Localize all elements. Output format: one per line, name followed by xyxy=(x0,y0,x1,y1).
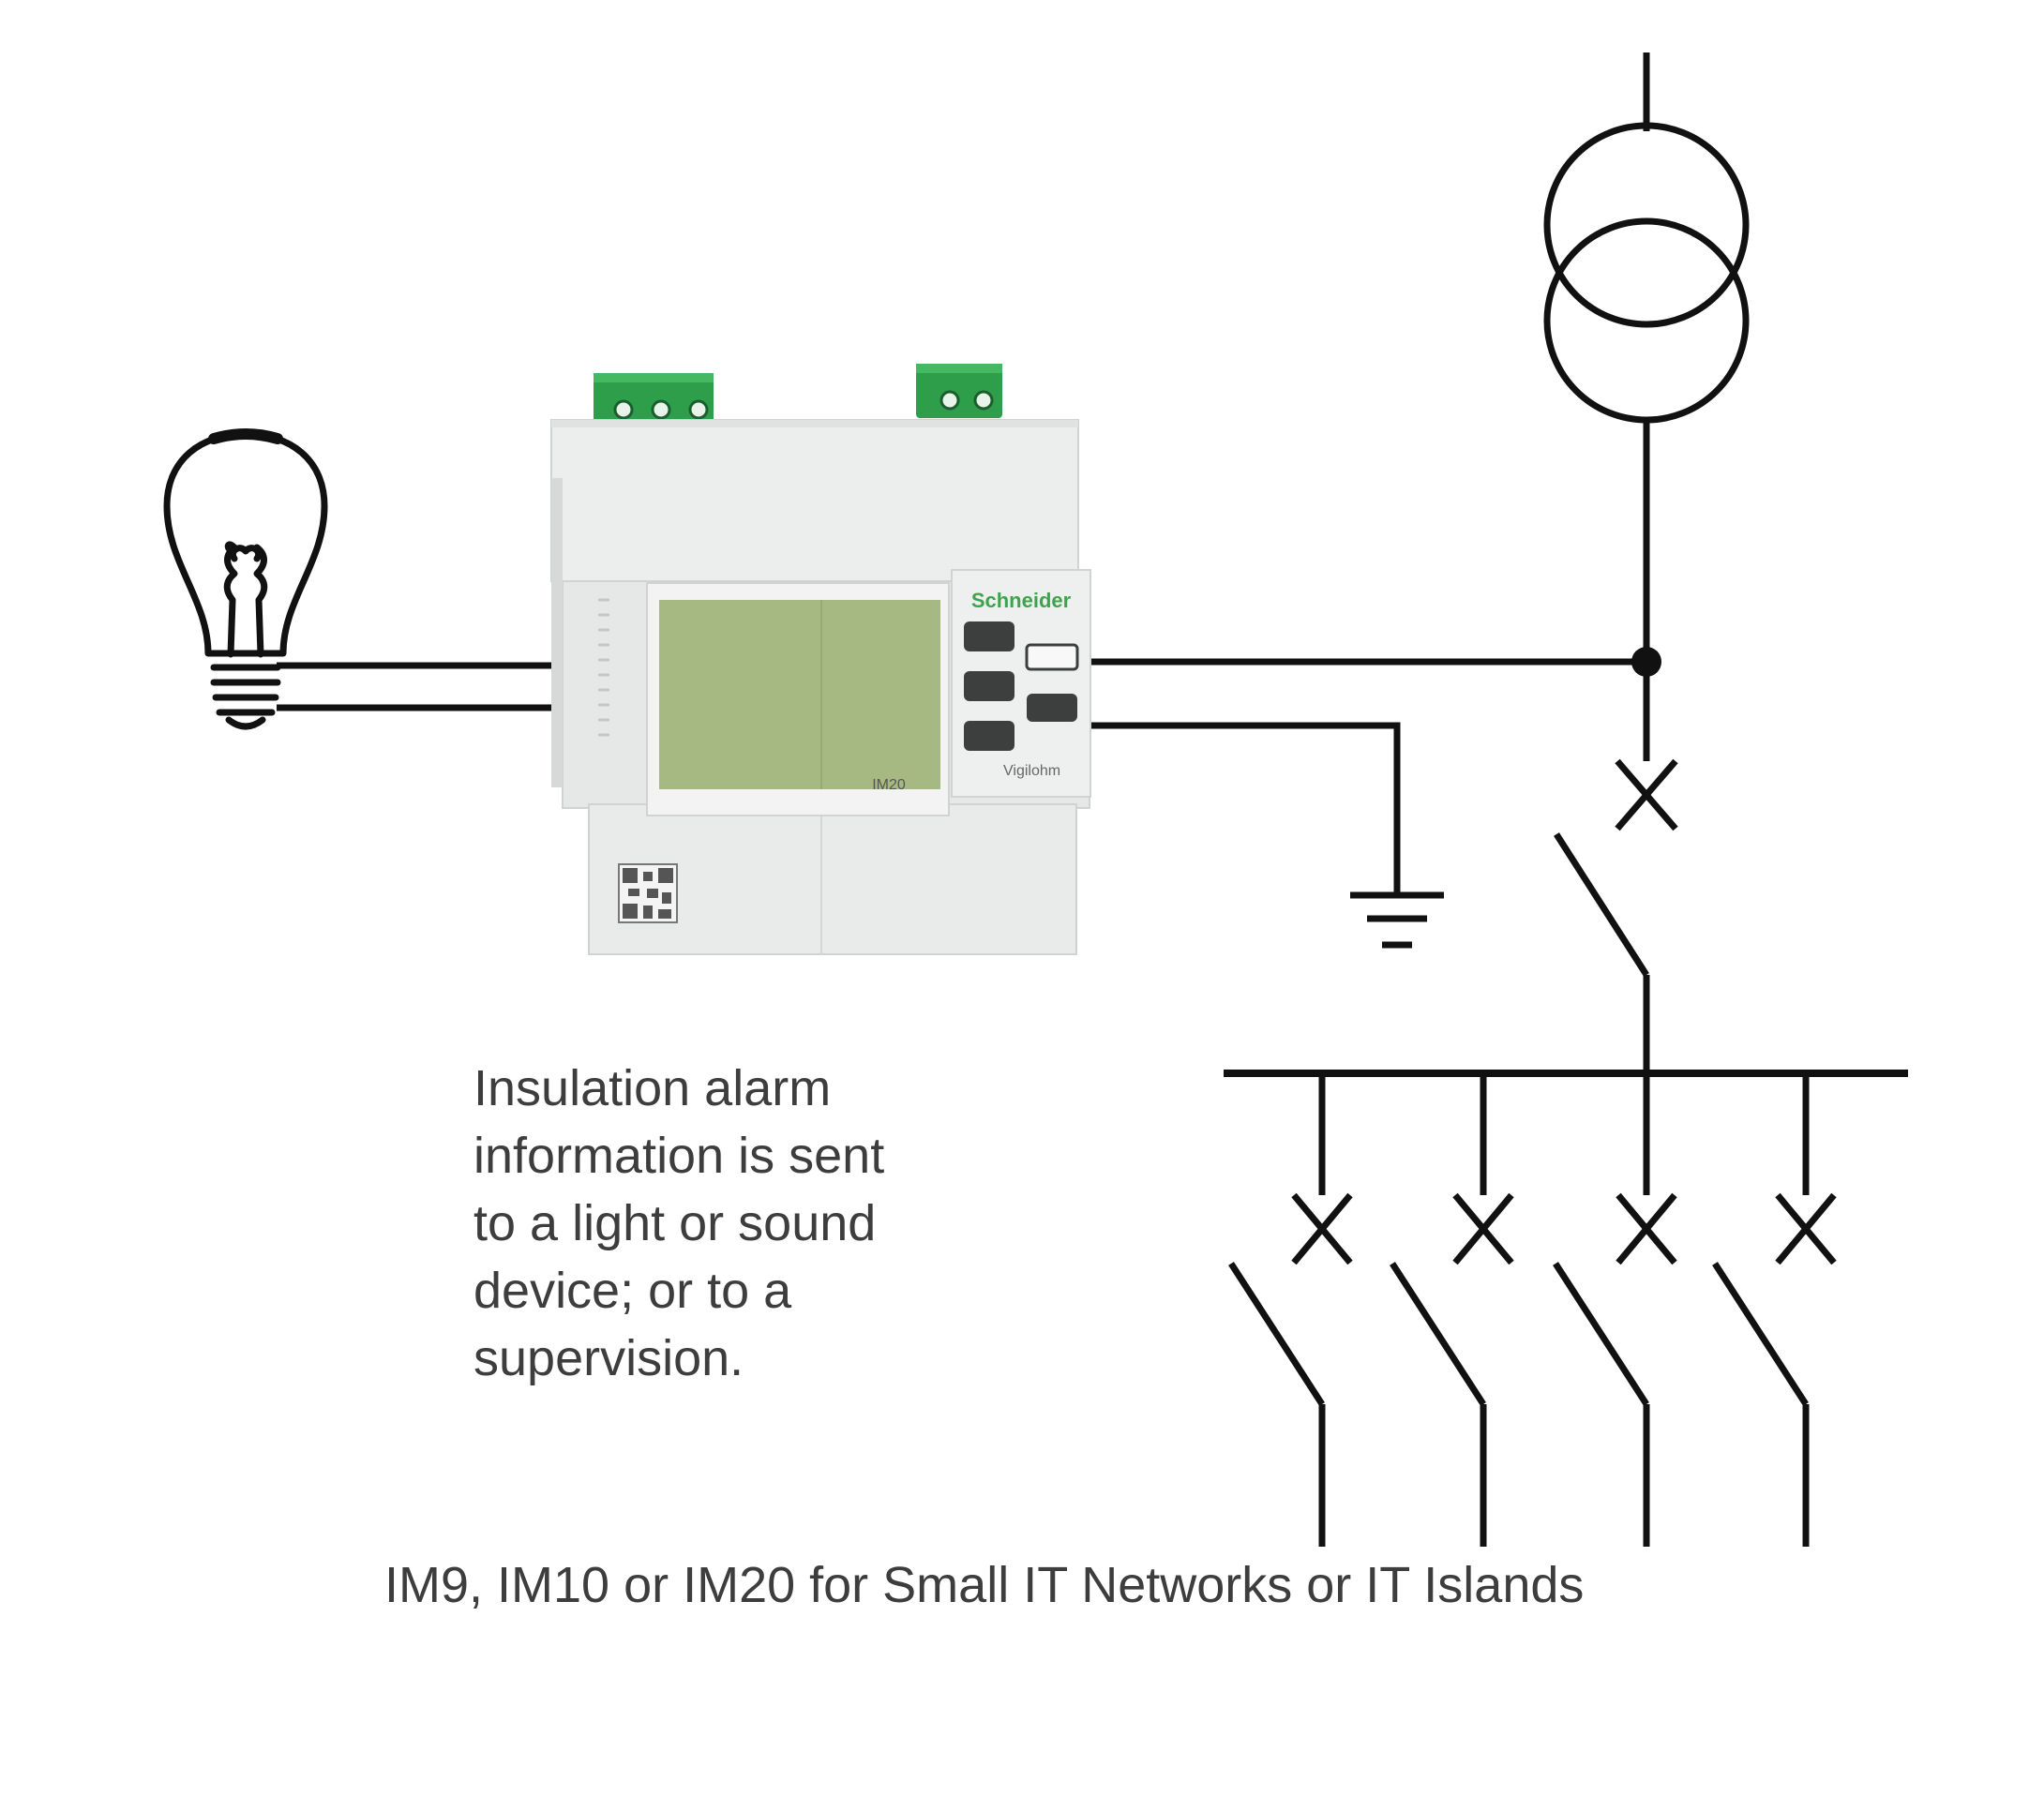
brand-logo: Schneider xyxy=(971,589,1072,612)
device-button-2 xyxy=(964,671,1014,701)
network-wires xyxy=(1088,658,1646,895)
feeder-4 xyxy=(1712,1073,1837,1547)
transformer-icon xyxy=(1543,52,1750,761)
lcd-screen xyxy=(659,600,940,789)
description-text: Insulation alarm information is sent to … xyxy=(473,1055,999,1392)
device-model-label: IM20 xyxy=(872,777,906,793)
diagram-title: IM9, IM10 or IM20 for Small IT Networks … xyxy=(384,1557,1585,1613)
device-button-4 xyxy=(1025,643,1079,671)
description-line: supervision. xyxy=(473,1330,744,1386)
feeder-3 xyxy=(1553,1073,1677,1547)
vent-slots xyxy=(598,598,609,737)
description-line: Insulation alarm xyxy=(473,1060,832,1116)
lamp-wires xyxy=(277,662,563,711)
description-line: to a light or sound xyxy=(473,1195,877,1251)
device-button-1 xyxy=(964,621,1014,651)
feeder-1 xyxy=(1228,1073,1353,1547)
qr-code-icon xyxy=(618,863,678,923)
terminal-block-left xyxy=(594,373,714,427)
insulation-monitoring-device: IM20 Schneider Vigilohm xyxy=(550,364,1091,955)
circuit-breaker-icon xyxy=(1615,758,1678,831)
device-button-3 xyxy=(964,721,1014,751)
light-bulb-icon xyxy=(163,428,328,730)
ground-icon xyxy=(1350,891,1444,949)
feeder-2 xyxy=(1390,1073,1514,1547)
device-button-5 xyxy=(1027,694,1077,722)
description-line: device; or to a xyxy=(473,1263,792,1319)
main-switch xyxy=(1554,832,1650,1073)
device-sub-label: Vigilohm xyxy=(1003,763,1060,779)
terminal-block-right xyxy=(916,364,1002,418)
description-line: information is sent xyxy=(473,1128,885,1184)
